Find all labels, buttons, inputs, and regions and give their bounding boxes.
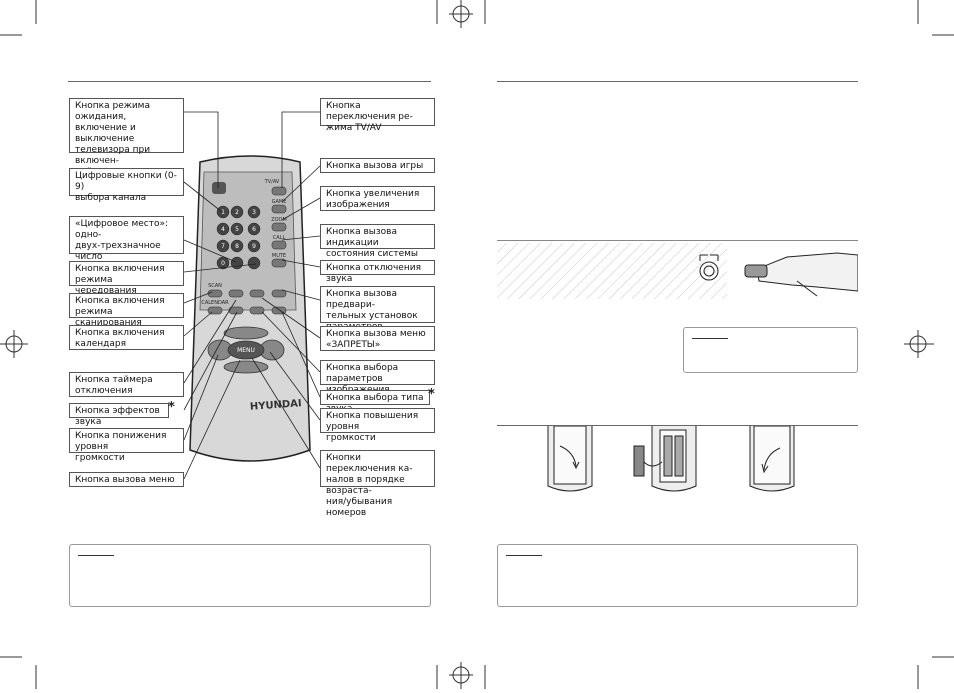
tv-av-key-label: TV/AV bbox=[264, 179, 280, 185]
callout-alternate-channels: Кнопка включения режима чередования кана… bbox=[69, 261, 184, 307]
svg-text:2: 2 bbox=[235, 209, 239, 216]
left-note-box bbox=[69, 544, 431, 607]
callout-picture-presets: Кнопка вызова предвари- тельных установо… bbox=[320, 286, 435, 343]
callout-lock-menu: Кнопка вызова меню «ЗАПРЕТЫ» bbox=[320, 326, 435, 351]
calendar-key-label: CALENDAR bbox=[201, 300, 229, 306]
callout-volume-down: Кнопка понижения уровня громкости bbox=[69, 428, 184, 463]
callout-tv-av: Кнопка переключения ре- жима TV/AV bbox=[320, 98, 435, 133]
right-small-note-box bbox=[683, 327, 858, 373]
callout-channel-up-down: Кнопки переключения ка- налов в порядке … bbox=[320, 450, 435, 518]
svg-text:7: 7 bbox=[221, 243, 225, 250]
callout-scan-mode: Кнопка включения режима сканирования bbox=[69, 293, 184, 328]
battery-insertion-steps bbox=[540, 425, 800, 496]
callout-digit-place: «Цифровое место»: одно- двух-трехзначное… bbox=[69, 216, 184, 273]
svg-text:1: 1 bbox=[221, 209, 225, 216]
note-heading-rule bbox=[78, 555, 114, 556]
small-note-heading-rule bbox=[692, 338, 728, 339]
battery-section-rule bbox=[497, 425, 858, 426]
callout-system-status: Кнопка вызова индикации состояния систем… bbox=[320, 224, 435, 259]
callout-digit-buttons: Цифровые кнопки (0-9) выбора канала bbox=[69, 168, 184, 203]
callout-standby-button: Кнопка режима ожидания, включение и выкл… bbox=[69, 98, 184, 177]
call-key-label: CALL bbox=[273, 235, 286, 241]
antenna-connection-drawing bbox=[497, 243, 859, 299]
scan-key-label: SCAN bbox=[208, 283, 222, 289]
battery-steps-drawing bbox=[547, 425, 795, 492]
svg-text:3: 3 bbox=[252, 209, 256, 216]
right-note-heading-rule bbox=[506, 555, 542, 556]
right-header-rule bbox=[497, 81, 858, 82]
svg-text:5: 5 bbox=[235, 226, 239, 233]
callout-calendar: Кнопка включения календаря bbox=[69, 325, 184, 350]
right-note-box bbox=[497, 544, 858, 607]
svg-text:4: 4 bbox=[221, 226, 225, 233]
asterisk-sound-type: * bbox=[428, 387, 435, 402]
svg-text:9: 9 bbox=[252, 243, 256, 250]
callout-sound-type: Кнопка выбора типа звука bbox=[320, 390, 430, 414]
callout-picture-params: Кнопка выбора параметров изображения bbox=[320, 360, 435, 395]
callout-sound-effects: Кнопка эффектов звука bbox=[69, 403, 169, 427]
callout-mute: Кнопка отключения звука bbox=[320, 260, 435, 284]
menu-key-label: MENU bbox=[237, 347, 255, 354]
callout-game: Кнопка вызова игры bbox=[320, 158, 435, 173]
game-key-label: GAME bbox=[272, 199, 287, 205]
callout-sleep-timer: Кнопка таймера отключения bbox=[69, 372, 184, 397]
callout-zoom: Кнопка увеличения изображения bbox=[320, 186, 435, 211]
antenna-connection-band bbox=[497, 240, 859, 301]
left-header-rule bbox=[68, 81, 431, 82]
asterisk-sound-effects: * bbox=[168, 400, 175, 415]
mute-key-label: MUTE bbox=[272, 253, 286, 259]
svg-text:0: 0 bbox=[221, 260, 225, 267]
callout-menu-button: Кнопка вызова меню bbox=[69, 472, 184, 487]
svg-text:8: 8 bbox=[235, 243, 239, 250]
svg-text:6: 6 bbox=[252, 226, 256, 233]
callout-volume-up: Кнопка повышения уровня громкости bbox=[320, 408, 435, 443]
zoom-key-label: ZOOM bbox=[271, 217, 287, 223]
